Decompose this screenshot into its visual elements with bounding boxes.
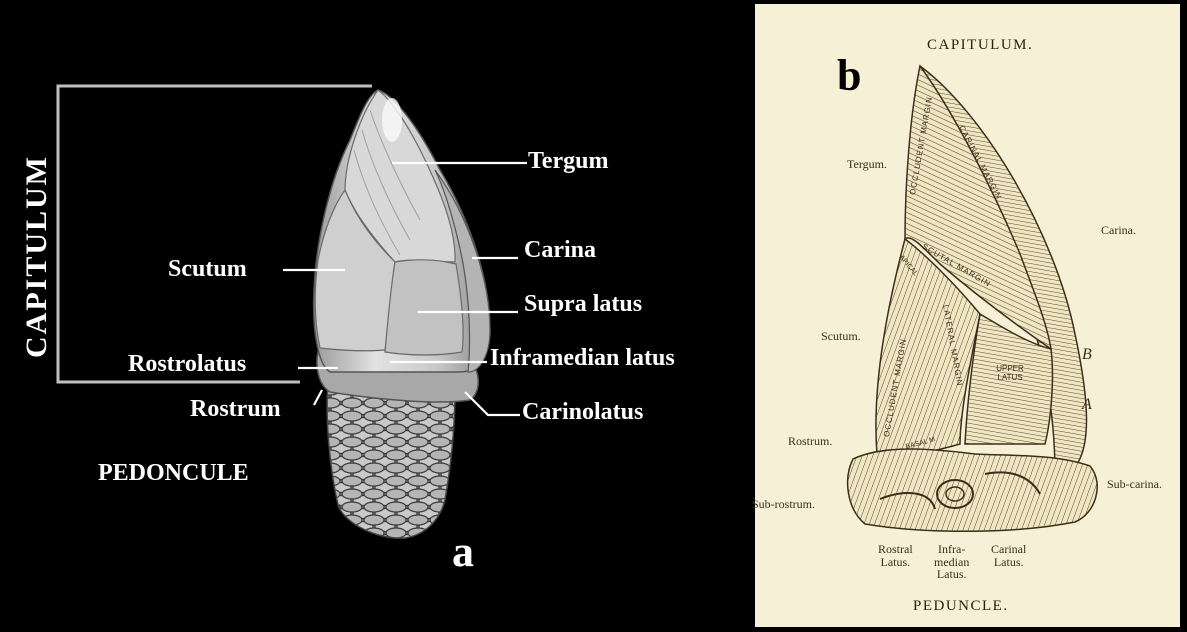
label-inframedian-latus: Inframedian latus [490, 346, 675, 370]
label-carinolatus: Carinolatus [522, 400, 643, 424]
letter-a-annotation: A [1082, 396, 1092, 414]
label-supra-latus: Supra latus [524, 292, 642, 316]
label-tergum: Tergum [528, 149, 608, 173]
label-inframedian-latus-b: Infra- median Latus. [934, 543, 969, 581]
label-carina: Carina [524, 238, 596, 262]
letter-b-annotation: B [1082, 346, 1092, 364]
upper-latus-annotation: UPPER LATUS [995, 364, 1025, 382]
label-rostrum: Rostrum [190, 397, 281, 421]
panel-letter-a: a [452, 530, 474, 574]
label-scutum: Scutum [168, 257, 247, 281]
barnacle-engraving [755, 4, 1180, 627]
capitulum-header: CAPITULUM. [927, 38, 1033, 53]
label-scutum-b: Scutum. [821, 330, 861, 343]
label-rostrum-b: Rostrum. [788, 435, 832, 448]
label-tergum-b: Tergum. [847, 158, 887, 171]
label-rostral-latus-b: Rostral Latus. [878, 543, 913, 568]
capitulum-vertical-label: CAPITULUM [22, 155, 52, 358]
peduncle-stalk [327, 384, 455, 538]
panel-a: CAPITULUM Tergum Scutum Carina Supra lat… [0, 0, 745, 632]
panel-b: OCCLUDENT MARGIN CARINAL MARGIN SCUTAL M… [755, 4, 1180, 627]
panel-letter-b: b [837, 54, 861, 98]
label-sub-carina-b: Sub-carina. [1107, 478, 1162, 491]
peduncle-footer: PEDUNCLE. [913, 599, 1009, 614]
label-pedoncule: PEDONCULE [98, 461, 249, 485]
label-carinal-latus-b: Carinal Latus. [991, 543, 1026, 568]
supra-latus-plate [385, 260, 463, 355]
label-sub-rostrum-b: Sub-rostrum. [752, 498, 815, 511]
label-carina-b: Carina. [1101, 224, 1136, 237]
label-rostrolatus: Rostrolatus [128, 352, 246, 376]
